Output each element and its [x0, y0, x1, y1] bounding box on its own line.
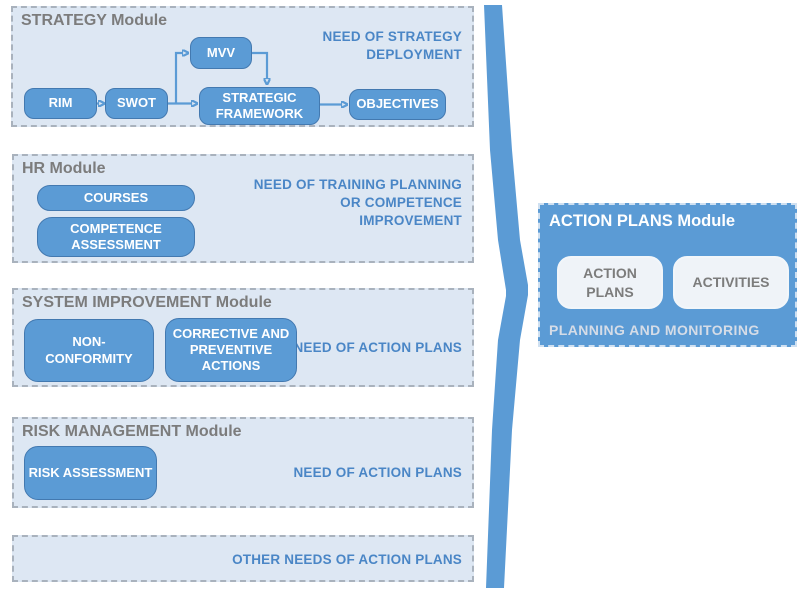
node-competence-assessment: COMPETENCE ASSESSMENT: [37, 217, 195, 257]
node-risk-assessment: RISK ASSESSMENT: [24, 446, 157, 500]
node-courses: COURSES: [37, 185, 195, 211]
action-plans-module-title: ACTION PLANS Module: [549, 212, 736, 230]
risk-management-module-title: RISK MANAGEMENT Module: [22, 423, 242, 440]
node-corrective-preventive-actions: CORRECTIVE AND PREVENTIVE ACTIONS: [165, 318, 297, 382]
node-objectives: OBJECTIVES: [349, 89, 446, 120]
node-swot: SWOT: [105, 88, 168, 119]
strategy-need-label: NEED OF STRATEGY DEPLOYMENT: [322, 29, 462, 63]
other-needs-panel: OTHER NEEDS OF ACTION PLANS: [12, 535, 474, 582]
node-action-plans: ACTION PLANS: [557, 256, 663, 309]
node-rim: RIM: [24, 88, 97, 119]
strategy-module-title: STRATEGY Module: [21, 12, 168, 29]
hr-module-panel: HR Module NEED OF TRAINING PLANNING OR C…: [12, 154, 474, 263]
system-improvement-module-title: SYSTEM IMPROVEMENT Module: [22, 294, 272, 311]
hr-module-title: HR Module: [22, 160, 106, 177]
node-strategic-framework: STRATEGIC FRAMEWORK: [199, 87, 320, 125]
strategy-module-panel: STRATEGY Module NEED OF STRATEGY DEPLOYM…: [11, 6, 474, 127]
risk-management-need-label: NEED OF ACTION PLANS: [293, 465, 462, 480]
planning-monitoring-label: PLANNING AND MONITORING: [549, 322, 760, 338]
system-improvement-module-panel: SYSTEM IMPROVEMENT Module NEED OF ACTION…: [12, 288, 474, 387]
hr-need-label: NEED OF TRAINING PLANNING OR COMPETENCE …: [253, 177, 462, 229]
other-needs-label: OTHER NEEDS OF ACTION PLANS: [232, 552, 462, 567]
node-activities: ACTIVITIES: [673, 256, 789, 309]
node-non-conformity: NON- CONFORMITY: [24, 319, 154, 382]
system-improvement-need-label: NEED OF ACTION PLANS: [293, 340, 462, 355]
action-plans-module-panel: ACTION PLANS Module ACTION PLANS ACTIVIT…: [538, 203, 797, 347]
risk-management-module-panel: RISK MANAGEMENT Module NEED OF ACTION PL…: [12, 417, 474, 508]
node-mvv: MVV: [190, 37, 252, 69]
